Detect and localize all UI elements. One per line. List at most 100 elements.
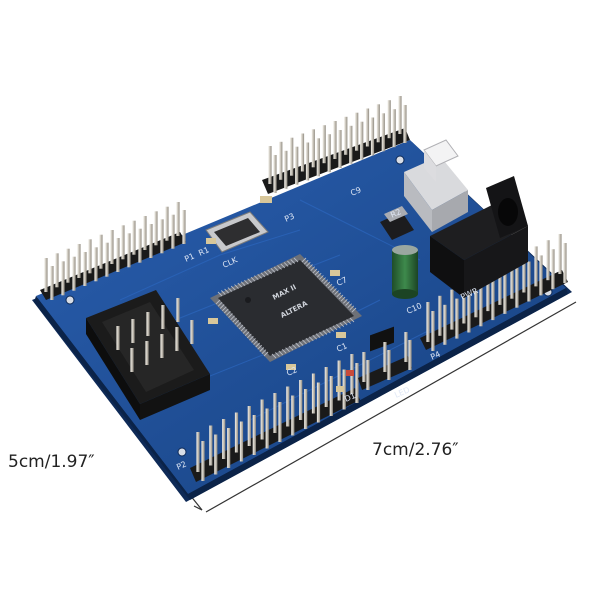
label-c9: C9 bbox=[349, 185, 362, 198]
header-pin bbox=[116, 326, 120, 350]
header-pin bbox=[265, 408, 269, 449]
header-pin bbox=[154, 211, 158, 246]
header-pin bbox=[110, 230, 114, 264]
chip-lead bbox=[253, 275, 259, 281]
header-pin bbox=[105, 242, 109, 277]
header-pin bbox=[209, 425, 213, 466]
chip-lead bbox=[237, 282, 243, 288]
chip-lead bbox=[325, 328, 331, 334]
header-pin bbox=[94, 247, 98, 282]
power-switch bbox=[404, 139, 468, 232]
header-pin bbox=[322, 125, 326, 164]
label-c7: C7 bbox=[335, 275, 348, 288]
chip-lead bbox=[338, 294, 344, 300]
header-pin bbox=[349, 125, 353, 164]
chip-lead bbox=[257, 273, 263, 279]
chip-lead bbox=[319, 275, 324, 280]
header-pin bbox=[376, 104, 380, 143]
jumper-header bbox=[358, 326, 412, 390]
header-pin bbox=[175, 327, 179, 351]
jtag-box-connector bbox=[86, 290, 210, 420]
chip-lead bbox=[280, 263, 286, 269]
chip-lead bbox=[236, 322, 242, 327]
chip-lead bbox=[332, 288, 337, 293]
header-pin bbox=[474, 277, 478, 318]
chip-lead bbox=[327, 283, 333, 289]
dc-power-jack bbox=[430, 176, 528, 298]
chip-lead bbox=[244, 279, 249, 285]
header-pin bbox=[316, 138, 320, 177]
header-pin bbox=[99, 234, 103, 269]
chip-lead bbox=[301, 257, 307, 263]
header-pin bbox=[278, 402, 282, 442]
header-pin bbox=[299, 380, 303, 420]
header-pin bbox=[498, 264, 502, 305]
chip-lead bbox=[312, 334, 318, 340]
header-pin bbox=[344, 116, 348, 155]
chip-lead bbox=[305, 337, 311, 343]
header-pin bbox=[381, 113, 385, 152]
chip-lead bbox=[334, 290, 339, 295]
chip-lead bbox=[217, 291, 223, 297]
chip-lead bbox=[219, 304, 225, 309]
header-pin bbox=[44, 258, 48, 292]
chip-lead bbox=[226, 310, 231, 316]
header-pin bbox=[383, 342, 387, 372]
header-pin bbox=[72, 256, 76, 291]
chip-lead bbox=[281, 348, 287, 354]
header-pin bbox=[190, 320, 194, 344]
chip-lead bbox=[340, 296, 346, 302]
header-pin bbox=[138, 228, 142, 263]
header-pin bbox=[295, 146, 299, 185]
chip-lead bbox=[349, 305, 355, 311]
header-pin bbox=[149, 224, 153, 258]
header-pin bbox=[239, 421, 244, 462]
header-pin bbox=[300, 133, 305, 172]
header-p4 bbox=[420, 234, 568, 351]
label-r1: R1 bbox=[197, 245, 210, 258]
chip-lead bbox=[314, 270, 320, 276]
chip-lead bbox=[253, 340, 258, 346]
label-p1: P1 bbox=[183, 252, 196, 264]
chip-lead bbox=[227, 287, 233, 292]
header-pin bbox=[327, 134, 331, 173]
chip-lead bbox=[224, 288, 229, 294]
header-pin bbox=[360, 121, 364, 160]
header-pin bbox=[252, 415, 256, 455]
chip-lead bbox=[278, 350, 284, 356]
header-pin bbox=[214, 434, 218, 475]
chip-lead bbox=[247, 278, 253, 284]
header-pin bbox=[284, 150, 288, 189]
crystal-oscillator bbox=[205, 211, 269, 253]
header-pin bbox=[491, 280, 495, 321]
chip-lead bbox=[336, 323, 341, 329]
header-pin bbox=[392, 109, 396, 148]
chip-lead bbox=[240, 281, 246, 287]
chip-lead bbox=[342, 320, 348, 326]
header-pin bbox=[286, 386, 290, 427]
chip-lead bbox=[325, 281, 331, 287]
label-r2: R2 bbox=[389, 207, 402, 220]
header-pin bbox=[234, 412, 239, 453]
chip-lead bbox=[249, 335, 254, 341]
chip-lead bbox=[346, 319, 351, 324]
chip-lead bbox=[295, 342, 301, 348]
label-d1: D1 bbox=[343, 391, 357, 404]
header-pin bbox=[503, 273, 507, 314]
chip-lead bbox=[302, 339, 307, 345]
chip-lead bbox=[228, 313, 233, 318]
chip-lead bbox=[283, 262, 289, 267]
chip-lead bbox=[260, 272, 266, 278]
label-p3: P3 bbox=[283, 212, 296, 224]
chip-lead bbox=[259, 347, 265, 352]
header-pin bbox=[355, 112, 359, 151]
header-pin bbox=[403, 105, 407, 143]
header-pin bbox=[176, 298, 180, 322]
chip-lead bbox=[308, 264, 313, 269]
header-pin bbox=[279, 141, 283, 180]
header-pin bbox=[408, 340, 412, 370]
chip-lead bbox=[291, 344, 297, 349]
header-pin bbox=[539, 255, 543, 296]
chip-lead bbox=[347, 303, 353, 309]
voltage-regulator bbox=[380, 206, 414, 240]
